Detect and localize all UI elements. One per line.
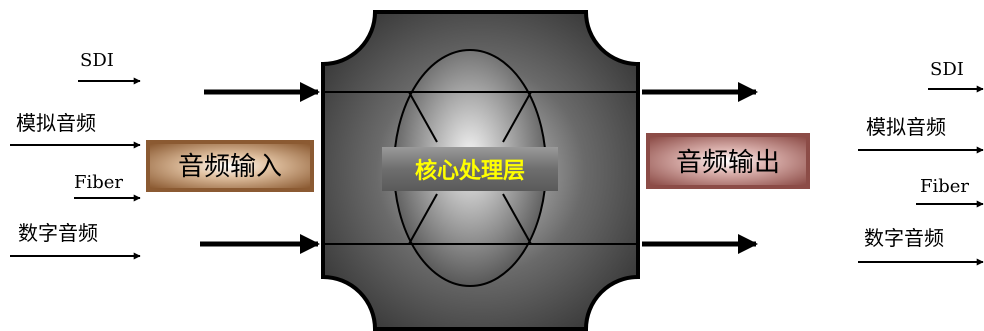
core-label: 核心处理层 [415,158,525,184]
audio-output-box: 音频输出 [646,133,810,189]
output-label-analog-audio: 模拟音频 [866,115,946,139]
audio-input-box: 音频输入 [146,140,314,192]
output-label-sdi: SDI [930,59,964,80]
input-label-sdi: SDI [80,50,114,71]
audio-input-label: 音频输入 [178,152,282,182]
input-label-digital-audio: 数字音频 [18,221,98,245]
output-signals: SDI 模拟音频 Fiber 数字音频 [858,59,984,266]
audio-output-label: 音频输出 [676,148,780,178]
output-label-fiber: Fiber [920,176,969,197]
core-processing-block: 核心处理层 [321,10,640,331]
core-label-box [382,147,558,191]
input-label-analog-audio: 模拟音频 [16,111,96,135]
input-signals: SDI 模拟音频 Fiber 数字音频 [10,50,141,260]
output-label-digital-audio: 数字音频 [864,226,944,250]
input-label-fiber: Fiber [74,172,123,193]
